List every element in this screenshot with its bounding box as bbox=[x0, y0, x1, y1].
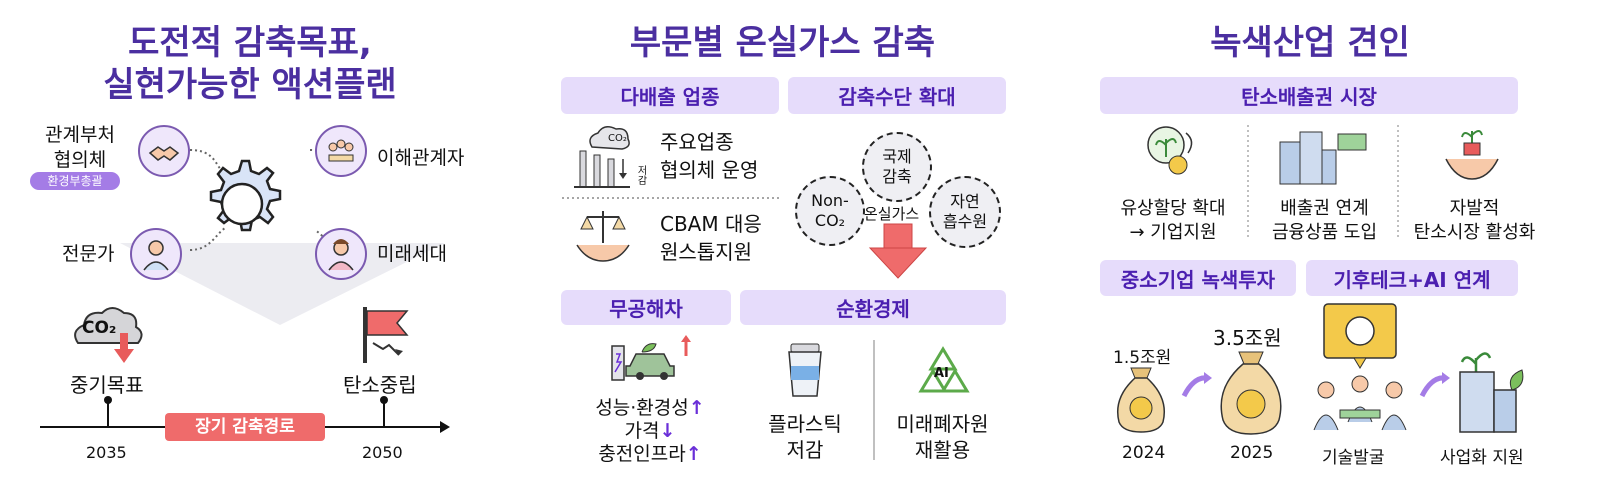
non-co2-line2: CO₂ bbox=[814, 211, 846, 230]
non-co2-circle: Non-CO₂ bbox=[795, 176, 865, 246]
zero-emission-line3-row: 충전인프라↑ bbox=[575, 442, 725, 466]
financial-line1: 배출권 연계 bbox=[1280, 198, 1369, 219]
ghg-center-label: 온실가스 bbox=[864, 205, 920, 223]
plant-hands-icon bbox=[1445, 130, 1499, 180]
meeting-icon bbox=[315, 125, 367, 177]
international-line1: 국제 bbox=[882, 147, 912, 166]
commercialization-label: 사업화 지원 bbox=[1440, 448, 1524, 468]
down-arrow-icon bbox=[868, 223, 928, 279]
green-building-icon bbox=[1459, 352, 1524, 433]
year-2050-label: 2050 bbox=[362, 443, 403, 462]
carbon-neutral-label: 탄소중립 bbox=[343, 373, 417, 397]
midterm-goal-label: 중기목표 bbox=[70, 373, 144, 397]
scales-hands-icon bbox=[576, 211, 630, 262]
voluntary-line1: 자발적 bbox=[1449, 198, 1500, 219]
interested-parties-label: 이해관계자 bbox=[377, 147, 465, 169]
cbam-line1: CBAM 대응 bbox=[660, 212, 762, 236]
middle-title: 부문별 온실가스 감축 bbox=[629, 23, 936, 63]
plastic-line1: 플라스틱 bbox=[768, 412, 842, 436]
handshake-icon bbox=[138, 125, 190, 177]
year-2025-label: 2025 bbox=[1230, 443, 1274, 463]
future-generation-icon bbox=[315, 228, 367, 280]
recycle-ai-text: AI bbox=[934, 366, 949, 381]
recycle-ai-icon bbox=[918, 346, 970, 393]
flag-icon bbox=[363, 307, 409, 363]
non-co2-line1: Non- bbox=[811, 191, 849, 210]
buildings-icon bbox=[1279, 131, 1367, 185]
ministries-badge: 환경부총괄 bbox=[30, 172, 120, 190]
cbam-line2: 원스톱지원 bbox=[660, 240, 752, 264]
price-text: 가격 bbox=[624, 420, 660, 442]
sme-investment-header: 중소기업 녹색투자 bbox=[1100, 260, 1296, 296]
tech-discovery-label: 기술발굴 bbox=[1322, 448, 1385, 468]
left-title-line2: 실현가능한 액션플랜 bbox=[103, 65, 397, 105]
charging-infra-text: 충전인프라 bbox=[598, 443, 686, 465]
gear-icon bbox=[209, 159, 282, 232]
future-waste-line1: 미래폐자원 bbox=[896, 412, 989, 436]
factory-co2-text: CO₂ bbox=[608, 133, 627, 144]
ministries-label-line1: 관계부처 bbox=[45, 124, 115, 146]
amount-2025: 3.5조원 bbox=[1213, 326, 1282, 350]
down-arrow-small-icon: ↓ bbox=[659, 420, 676, 442]
circular-economy-header: 순환경제 bbox=[740, 290, 1006, 325]
growth-arrow-icon-1 bbox=[1181, 372, 1212, 398]
year-2035-label: 2035 bbox=[86, 443, 127, 462]
right-title: 녹색산업 견인 bbox=[1210, 23, 1410, 63]
heavy-industry-header: 다배출 업종 bbox=[561, 77, 779, 114]
factory-co2-icon bbox=[574, 126, 630, 188]
long-term-path-badge: 장기 감축경로 bbox=[165, 413, 325, 441]
left-title-line1: 도전적 감축목표, bbox=[128, 23, 372, 63]
money-bag-large-icon bbox=[1220, 351, 1282, 435]
reduction-means-header: 감축수단 확대 bbox=[788, 77, 1006, 114]
factory-reduction-text: 저감 bbox=[635, 165, 646, 185]
money-bag-small-icon bbox=[1117, 367, 1165, 433]
industry-council-line2: 협의체 운영 bbox=[660, 158, 759, 182]
up-arrow-icon-2: ↑ bbox=[685, 443, 702, 465]
co2-cloud-icon bbox=[74, 307, 143, 363]
performance-text: 성능·환경성 bbox=[595, 397, 689, 419]
ev-charging-icon bbox=[611, 335, 691, 381]
future-waste-line2: 재활용 bbox=[914, 438, 971, 462]
year-2024-label: 2024 bbox=[1122, 443, 1166, 463]
climate-tech-header: 기후테크+AI 연계 bbox=[1306, 260, 1518, 296]
allocation-line2: → 기업지원 bbox=[1129, 222, 1217, 243]
up-arrow-icon: ↑ bbox=[688, 397, 705, 419]
co2-cloud-text: CO₂ bbox=[82, 318, 117, 338]
plastic-line2: 저감 bbox=[786, 438, 824, 462]
experts-label: 전문가 bbox=[62, 243, 115, 265]
plastic-cup-icon bbox=[788, 343, 822, 397]
zero-emission-header: 무공해차 bbox=[561, 290, 731, 325]
amount-2024: 1.5조원 bbox=[1113, 348, 1172, 368]
future-generation-label: 미래세대 bbox=[377, 243, 447, 265]
dotted-divider bbox=[562, 197, 780, 199]
industry-council-line1: 주요업종 bbox=[660, 130, 734, 154]
international-line2: 감축 bbox=[882, 167, 912, 186]
allocation-line1: 유상할당 확대 bbox=[1120, 198, 1226, 219]
expert-icon bbox=[130, 228, 182, 280]
vertical-divider bbox=[873, 340, 875, 460]
zero-emission-line1-row: 성능·환경성↑ bbox=[575, 396, 725, 420]
allocation-money-icon bbox=[1147, 126, 1193, 175]
ministries-label-line2: 협의체 bbox=[53, 149, 107, 171]
natural-line2: 흡수원 bbox=[942, 212, 988, 231]
natural-line1: 자연 bbox=[950, 192, 980, 211]
growth-arrow-icon-2 bbox=[1419, 372, 1450, 398]
carbon-market-header: 탄소배출권 시장 bbox=[1100, 77, 1518, 114]
voluntary-line2: 탄소시장 활성화 bbox=[1413, 222, 1536, 243]
financial-line2: 금융상품 도입 bbox=[1271, 222, 1378, 243]
tech-meeting-icon bbox=[1313, 303, 1407, 431]
zero-emission-line2-row: 가격↓ bbox=[575, 419, 725, 443]
